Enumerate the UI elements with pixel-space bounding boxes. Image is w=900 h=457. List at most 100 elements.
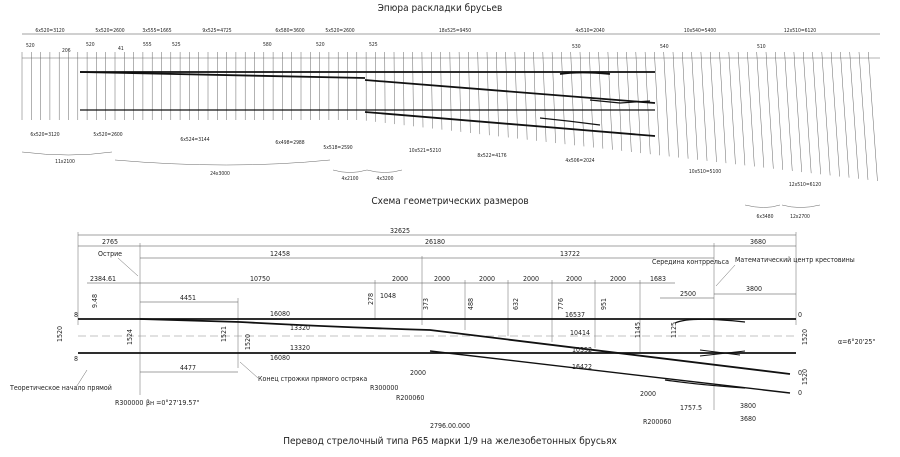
- span-label: 5x520=2600: [325, 28, 354, 34]
- dim-4451: 4451: [180, 294, 196, 302]
- sleeper: [700, 51, 708, 161]
- span-label: 6x580=3600: [275, 28, 304, 34]
- small-label: 206: [62, 48, 71, 54]
- sleeper: [458, 51, 462, 132]
- sleeper: [468, 51, 471, 134]
- span-label: 6x520=3120: [30, 132, 59, 138]
- dim-1048: 1048: [380, 292, 396, 300]
- dim-1757: 1757.5: [680, 404, 702, 412]
- span-label: 10x510=5100: [689, 169, 721, 175]
- brace-label: 24x3000: [210, 171, 230, 177]
- dim-1521: 1521: [220, 326, 228, 342]
- sleeper: [719, 51, 727, 164]
- gap-0: 0: [798, 311, 802, 319]
- dimension-lines: [77, 232, 797, 410]
- dim-3800: 3800: [746, 285, 762, 293]
- sleeper: [821, 51, 831, 176]
- dim-2000-lower: 2000: [410, 369, 426, 377]
- sleeper: [393, 51, 395, 125]
- dim-278: 278: [367, 293, 375, 305]
- dim-16537: 16537: [565, 311, 585, 319]
- sleeper: [403, 51, 405, 126]
- brace-label: 4x2100: [342, 176, 359, 182]
- dim-2000: 2000: [434, 275, 450, 283]
- label-straight-end: Конец строжки прямого остряка: [258, 375, 367, 383]
- dim-middle: 26180: [425, 238, 445, 246]
- dim-16422: 16422: [572, 363, 592, 371]
- span-label: 18x525=9450: [439, 28, 471, 34]
- sleeper: [765, 51, 774, 169]
- scheme-title: Схема геометрических размеров: [371, 196, 528, 207]
- small-label: 555: [143, 42, 152, 48]
- span-label: 12x510=6120: [784, 28, 816, 34]
- sleeper: [830, 51, 840, 177]
- diverging-rail-outer: [429, 350, 791, 394]
- dim-632: 632: [512, 298, 520, 310]
- rails-scheme: [78, 318, 796, 394]
- label-check-rail: Середина контррельса: [652, 258, 729, 266]
- sleeper: [561, 51, 566, 145]
- dim-rear: 3680: [750, 238, 766, 246]
- span-label: 6x520=3120: [35, 28, 64, 34]
- brace-label: 4x3200: [377, 176, 394, 182]
- sleeper: [477, 51, 481, 135]
- small-label: 520: [26, 43, 35, 49]
- drawing-title: Перевод стрелочный типа Р65 марки 1/9 на…: [283, 435, 617, 447]
- dim-16080: 16080: [270, 354, 290, 362]
- sleeper: [579, 51, 585, 147]
- sleeper: [784, 51, 793, 171]
- sleeper: [421, 51, 424, 128]
- dim-2000: 2000: [523, 275, 539, 283]
- dim-1145: 1145: [634, 322, 642, 338]
- small-label: 525: [369, 42, 378, 48]
- sleeper: [737, 51, 746, 166]
- span-label: 5x518=2590: [323, 145, 352, 151]
- gap-8: 8: [74, 311, 78, 319]
- label-theoretical-start: Теоретическое начало прямой: [9, 384, 112, 392]
- label-radius2: R200060: [396, 394, 424, 402]
- sleeper: [709, 51, 717, 163]
- dim-12458: 12458: [270, 250, 290, 258]
- dim-10414: 10414: [570, 329, 590, 337]
- sleeper: [570, 51, 575, 146]
- dim-16080: 16080: [270, 310, 290, 318]
- dim-951: 951: [600, 298, 608, 310]
- dim-2000: 2000: [392, 275, 408, 283]
- sleeper: [691, 51, 698, 160]
- layout-title: Эпюра раскладки брусьев: [378, 2, 503, 14]
- sleeper: [756, 51, 765, 168]
- dim-10352: 10352: [572, 346, 592, 354]
- small-label: 580: [263, 42, 272, 48]
- sleeper: [682, 51, 689, 159]
- small-label: 520: [86, 42, 95, 48]
- dim-2000: 2000: [566, 275, 582, 283]
- drawing-number: 2796.00.000: [430, 422, 470, 430]
- sleeper: [663, 51, 670, 157]
- sleeper: [812, 51, 821, 175]
- sleeper: [672, 51, 679, 158]
- brace-label: 6x3480: [757, 214, 774, 220]
- sleeper: [728, 51, 736, 165]
- dim-10750: 10750: [250, 275, 270, 283]
- dim-488: 488: [467, 298, 475, 310]
- small-label: 540: [660, 44, 669, 50]
- sleeper: [449, 51, 452, 131]
- span-label: 6x498=2988: [275, 140, 304, 146]
- sleeper: [840, 51, 850, 178]
- sleeper: [523, 51, 528, 140]
- sleeper: [598, 51, 604, 149]
- dim-776: 776: [557, 298, 565, 310]
- dim-13320: 13320: [290, 344, 310, 352]
- sleeper: [616, 51, 623, 151]
- diverging-rail-inner: [139, 318, 791, 375]
- label-math-center: Математический центр крестовины: [735, 256, 855, 264]
- top-small-labels: 520 206 520 41 555 525 580 520 525 530 5…: [26, 42, 766, 54]
- dim-13722: 13722: [560, 250, 580, 258]
- sleeper: [607, 51, 613, 150]
- dim-2384: 2384.61: [90, 275, 116, 283]
- span-label: 6x524=3144: [180, 137, 209, 143]
- span-label: 8x522=4176: [477, 153, 506, 159]
- sleeper: [802, 51, 812, 174]
- brace-label: 12x2700: [790, 214, 810, 220]
- sleeper: [793, 51, 802, 173]
